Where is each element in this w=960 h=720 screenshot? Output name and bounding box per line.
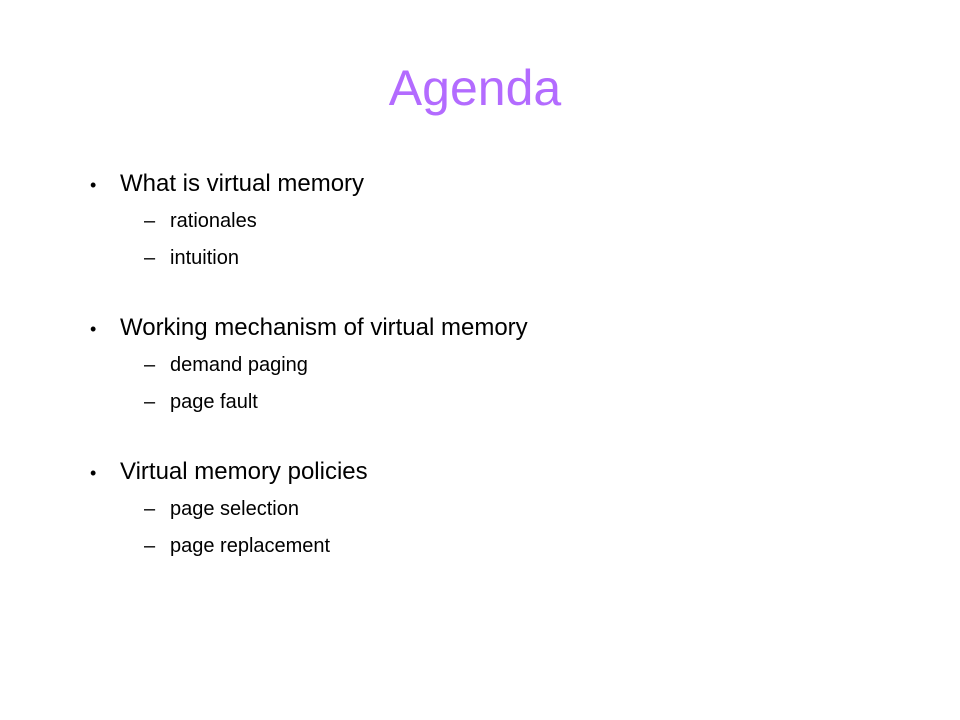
dash-icon: –	[144, 391, 156, 413]
bullet-icon: •	[90, 319, 97, 339]
bullet-item: • Working mechanism of virtual memory	[90, 310, 910, 347]
bullet-icon: •	[90, 463, 97, 483]
sub-list: – demand paging – page fault	[90, 347, 910, 421]
dash-icon: –	[144, 535, 156, 557]
sub-list: – rationales – intuition	[90, 203, 910, 277]
slide-title: Agenda	[388, 60, 562, 116]
sub-item: – page selection	[144, 491, 910, 528]
agenda-section-3: • Virtual memory policies – page selecti…	[90, 454, 910, 565]
agenda-section-2: • Working mechanism of virtual memory – …	[90, 310, 910, 421]
dash-icon: –	[144, 210, 156, 232]
dash-icon: –	[144, 354, 156, 376]
bullet-text: Virtual memory policies	[120, 458, 368, 485]
dash-icon: –	[144, 247, 156, 269]
bullet-text: What is virtual memory	[120, 170, 365, 197]
sub-item-text: intuition	[170, 247, 239, 269]
sub-item: – rationales	[144, 203, 910, 240]
sub-item: – page replacement	[144, 528, 910, 565]
sub-item-text: page fault	[170, 391, 258, 413]
sub-item: – intuition	[144, 240, 910, 277]
bullet-item: • What is virtual memory	[90, 166, 910, 203]
agenda-body: • What is virtual memory – rationales – …	[90, 166, 910, 598]
agenda-section-1: • What is virtual memory – rationales – …	[90, 166, 910, 277]
bullet-icon: •	[90, 175, 97, 195]
sub-list: – page selection – page replacement	[90, 491, 910, 565]
bullet-item: • Virtual memory policies	[90, 454, 910, 491]
sub-item-text: page replacement	[170, 535, 331, 557]
sub-item-text: rationales	[170, 210, 257, 232]
sub-item: – demand paging	[144, 347, 910, 384]
sub-item: – page fault	[144, 384, 910, 421]
sub-item-text: demand paging	[170, 354, 308, 376]
bullet-text: Working mechanism of virtual memory	[120, 314, 528, 341]
sub-item-text: page selection	[170, 498, 299, 520]
dash-icon: –	[144, 498, 156, 520]
